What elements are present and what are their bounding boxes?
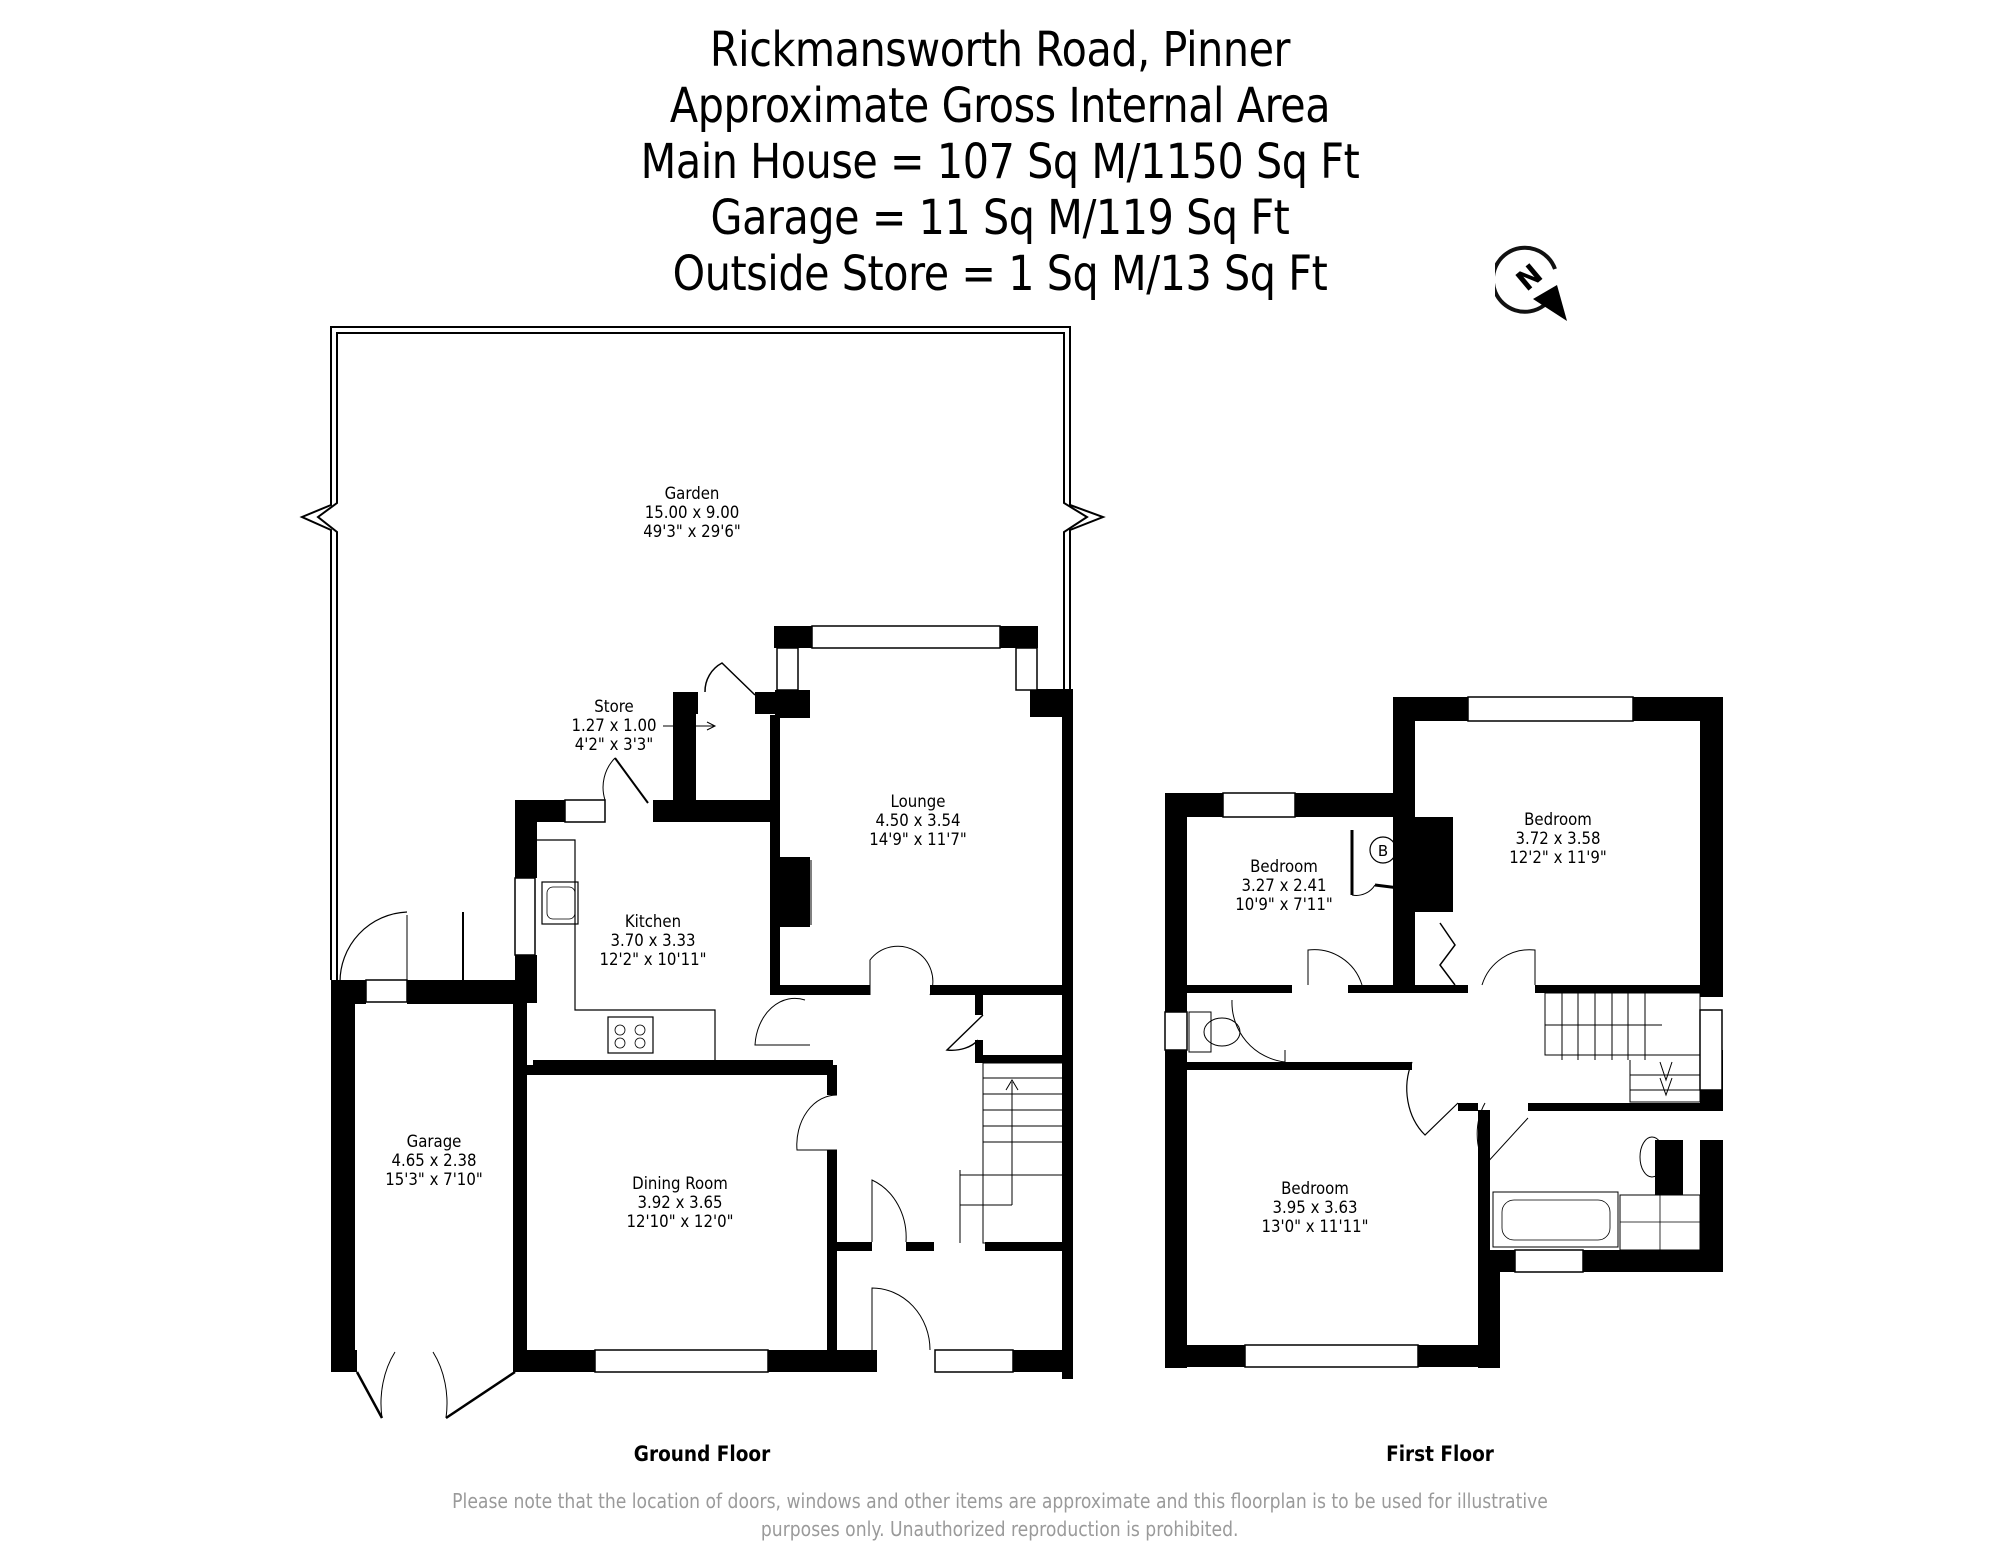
- ground-floor-label: Ground Floor: [633, 1442, 771, 1466]
- first-floor-plan: B: [1164, 696, 1723, 1368]
- wc-window: [1164, 1011, 1188, 1051]
- svg-text:B: B: [1378, 842, 1388, 860]
- dining-window: [594, 1349, 769, 1373]
- plan-title-block: Rickmansworth Road, Pinner Approximate G…: [0, 22, 2000, 302]
- garage-walls: [331, 980, 555, 1372]
- property-address: Rickmansworth Road, Pinner: [709, 22, 1291, 78]
- hall-walls: [837, 995, 1072, 1372]
- dining-walls: [515, 1065, 858, 1372]
- bedroom-window-small: [1222, 792, 1296, 818]
- bath: [1492, 1191, 1619, 1248]
- porch-window: [934, 1349, 1014, 1373]
- basin: [1639, 1136, 1665, 1178]
- main-house-area: Main House = 107 Sq M/1150 Sq Ft: [640, 134, 1360, 190]
- outside-store-area: Outside Store = 1 Sq M/13 Sq Ft: [672, 246, 1328, 302]
- garage-window: [365, 979, 408, 1003]
- ground-floor-plan: [299, 326, 1106, 1420]
- first-floor-stairs: [1544, 992, 1701, 1103]
- kitchen-window-side: [514, 877, 536, 956]
- bedroom-window-large: [1467, 696, 1634, 722]
- garage-area: Garage = 11 Sq M/119 Sq Ft: [710, 190, 1290, 246]
- kitchen-sink: [541, 881, 579, 925]
- disclaimer-line-2: purposes only. Unauthorized reproduction…: [761, 1517, 1239, 1541]
- lounge-walls: [770, 626, 1073, 1379]
- garden-boundary: [299, 326, 1106, 980]
- disclaimer: Please note that the location of doors, …: [0, 1487, 2000, 1543]
- boiler-symbol: [1369, 836, 1397, 864]
- chimney-breast: [780, 857, 810, 927]
- lounge-bay-window: [811, 625, 1001, 649]
- bathroom-window: [1514, 1249, 1584, 1273]
- ground-floor-stairs: [959, 1062, 1064, 1244]
- store-walls: [673, 692, 785, 810]
- kitchen-window-top: [564, 799, 606, 823]
- area-heading: Approximate Gross Internal Area: [669, 78, 1331, 134]
- toilet-cistern: [1188, 1011, 1212, 1053]
- landing-window: [1699, 1009, 1723, 1091]
- toilet-bowl: [1203, 1017, 1241, 1047]
- bedroom-window-front: [1244, 1344, 1419, 1368]
- kitchen-hob: [607, 1016, 654, 1054]
- first-floor-label: First Floor: [1386, 1442, 1494, 1466]
- disclaimer-line-1: Please note that the location of doors, …: [452, 1489, 1548, 1513]
